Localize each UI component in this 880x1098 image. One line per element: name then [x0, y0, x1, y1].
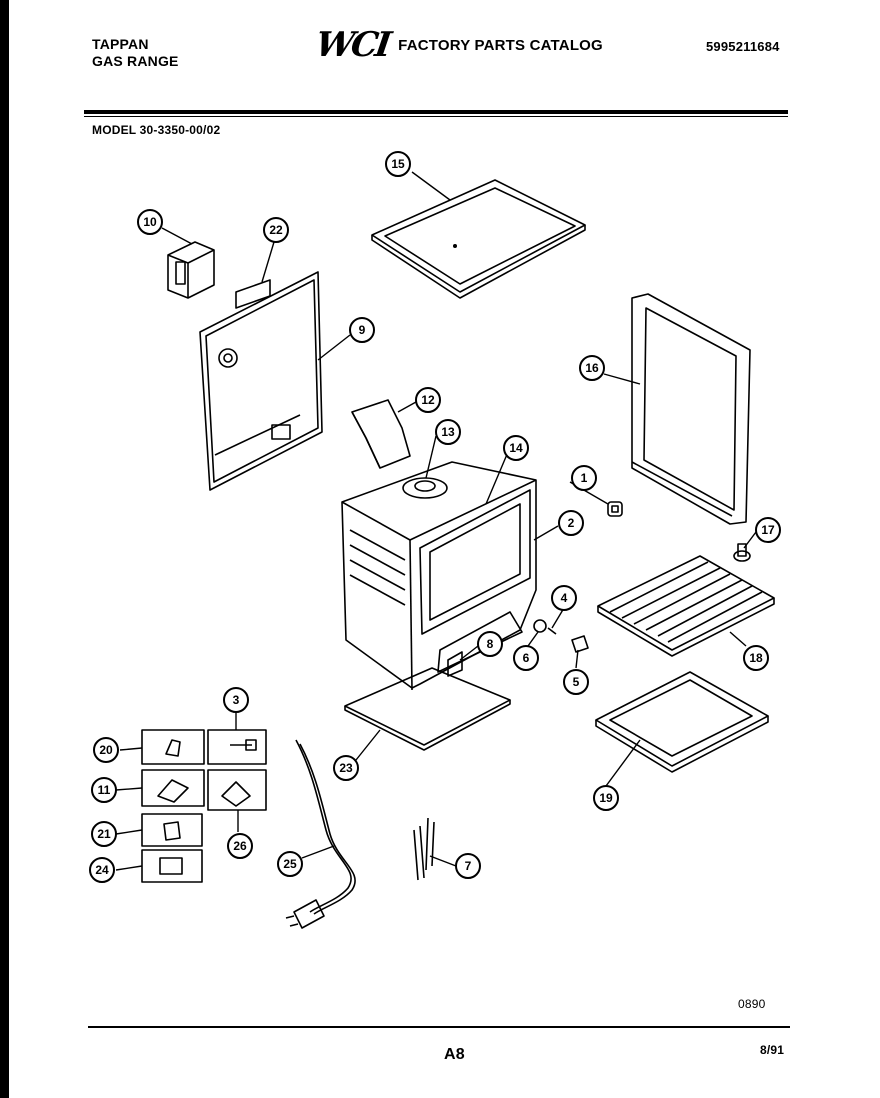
svg-text:19: 19 — [599, 791, 613, 805]
hardware-box-24 — [141, 849, 203, 883]
part-top-panel — [371, 179, 586, 299]
part-8-bracket — [447, 651, 463, 677]
callout-2: 2 — [558, 510, 584, 536]
callout-20: 20 — [93, 737, 119, 763]
callout-22: 22 — [263, 217, 289, 243]
svg-text:2: 2 — [568, 516, 575, 530]
part-10-box — [167, 241, 215, 299]
part-7-wire-harness — [413, 817, 435, 881]
callout-25: 25 — [277, 851, 303, 877]
callout-3: 3 — [223, 687, 249, 713]
svg-text:1: 1 — [581, 471, 588, 485]
hardware-box-11 — [141, 769, 205, 807]
part-oven-rack — [597, 555, 775, 657]
part-6-nut — [533, 619, 547, 633]
callout-14: 14 — [503, 435, 529, 461]
svg-text:23: 23 — [339, 761, 353, 775]
part-1-plug — [607, 501, 623, 517]
svg-text:12: 12 — [421, 393, 435, 407]
svg-text:6: 6 — [523, 651, 530, 665]
callout-16: 16 — [579, 355, 605, 381]
header-rule — [84, 110, 788, 114]
svg-text:16: 16 — [585, 361, 599, 375]
callout-9: 9 — [349, 317, 375, 343]
revision-date: 8/91 — [760, 1043, 785, 1057]
svg-text:26: 26 — [233, 839, 247, 853]
svg-text:15: 15 — [391, 157, 405, 171]
svg-text:3: 3 — [233, 693, 240, 707]
svg-text:5: 5 — [573, 675, 580, 689]
svg-text:22: 22 — [269, 223, 283, 237]
callout-12: 12 — [415, 387, 441, 413]
part-4-screw — [547, 627, 557, 635]
part-12-vent-duct — [351, 399, 411, 469]
svg-text:4: 4 — [561, 591, 568, 605]
svg-text:18: 18 — [749, 651, 763, 665]
part-13-burner — [402, 477, 448, 499]
svg-text:7: 7 — [465, 859, 472, 873]
header-rule-thin — [84, 116, 788, 117]
callout-4: 4 — [551, 585, 577, 611]
callout-24: 24 — [89, 857, 115, 883]
callout-21: 21 — [91, 821, 117, 847]
svg-text:24: 24 — [95, 863, 109, 877]
part-oven-body — [341, 461, 537, 691]
callout-6: 6 — [513, 645, 539, 671]
svg-text:17: 17 — [761, 523, 775, 537]
svg-text:21: 21 — [97, 827, 111, 841]
callout-17: 17 — [755, 517, 781, 543]
callout-5: 5 — [563, 669, 589, 695]
callout-8: 8 — [477, 631, 503, 657]
hardware-box-26 — [207, 769, 267, 811]
catalog-part-number: 5995211684 — [706, 39, 780, 54]
product-type: GAS RANGE — [92, 53, 179, 69]
part-power-cord — [285, 739, 356, 929]
page-number: A8 — [444, 1046, 465, 1063]
callout-26: 26 — [227, 833, 253, 859]
callout-19: 19 — [593, 785, 619, 811]
drawing-code: 0890 — [738, 997, 766, 1011]
callout-23: 23 — [333, 755, 359, 781]
part-broiler-pan — [595, 671, 769, 773]
part-22-strip — [235, 279, 271, 309]
svg-text:25: 25 — [283, 857, 297, 871]
callout-7: 7 — [455, 853, 481, 879]
svg-text:13: 13 — [441, 425, 455, 439]
part-17-leg — [733, 543, 751, 562]
footer-rule — [88, 1026, 790, 1028]
svg-text:14: 14 — [509, 441, 523, 455]
brand-name: TAPPAN — [92, 36, 149, 52]
hardware-box-21 — [141, 813, 203, 847]
part-bottom-panel — [344, 667, 511, 751]
svg-text:20: 20 — [99, 743, 113, 757]
svg-text:10: 10 — [143, 215, 157, 229]
hardware-box-3 — [207, 729, 267, 765]
brand-block: TAPPAN GAS RANGE — [92, 36, 179, 70]
callout-15: 15 — [385, 151, 411, 177]
hardware-box-20 — [141, 729, 205, 765]
svg-text:9: 9 — [359, 323, 366, 337]
model-number: MODEL 30-3350-00/02 — [92, 123, 221, 137]
part-5-fitting — [571, 635, 589, 653]
part-side-panel — [631, 293, 751, 525]
scan-edge-bar — [0, 0, 9, 1098]
catalog-title: FACTORY PARTS CATALOG — [398, 36, 603, 54]
callout-13: 13 — [435, 419, 461, 445]
callout-1: 1 — [571, 465, 597, 491]
part-back-panel — [199, 271, 323, 491]
callout-10: 10 — [137, 209, 163, 235]
catalog-header: WCI FACTORY PARTS CATALOG — [313, 25, 603, 65]
svg-text:11: 11 — [98, 783, 111, 797]
callout-18: 18 — [743, 645, 769, 671]
svg-text:8: 8 — [487, 637, 494, 651]
callout-11: 11 — [91, 777, 117, 803]
